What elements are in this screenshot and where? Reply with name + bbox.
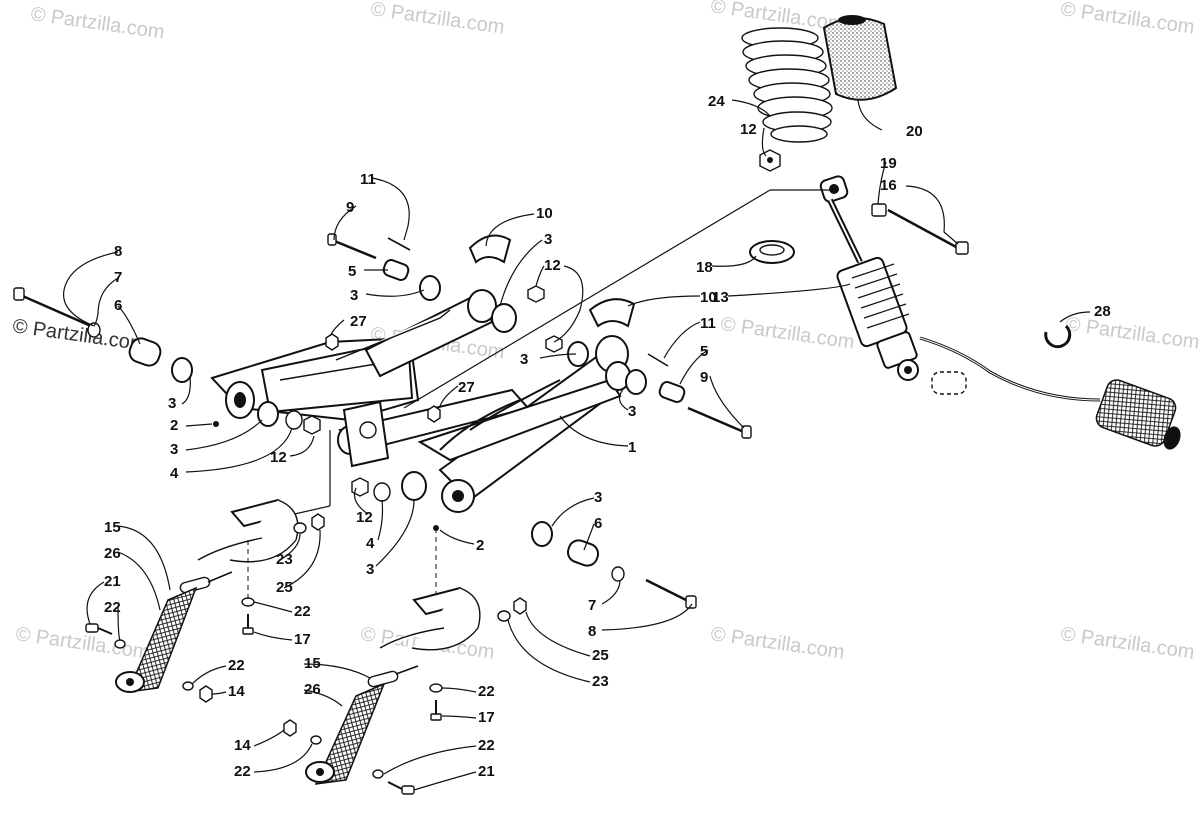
callout-12: 12 xyxy=(544,257,561,274)
callout-10: 10 xyxy=(536,205,553,222)
callout-3: 3 xyxy=(168,395,176,412)
callout-21: 21 xyxy=(104,573,121,590)
hex-nut xyxy=(759,149,781,172)
callout-26: 26 xyxy=(104,545,121,562)
callout-9: 9 xyxy=(700,369,708,386)
callout-12: 12 xyxy=(356,509,373,526)
callout-26: 26 xyxy=(304,681,321,698)
callout-15: 15 xyxy=(104,519,121,536)
callout-20: 20 xyxy=(906,123,923,140)
spring-seat xyxy=(749,240,795,264)
callout-22: 22 xyxy=(478,737,495,754)
adjuster-knob-and-cable xyxy=(919,324,1181,450)
leader-lines xyxy=(62,99,1091,791)
callout-22: 22 xyxy=(104,599,121,616)
callout-25: 25 xyxy=(592,647,609,664)
watermark: © Partzilla.com xyxy=(719,313,856,354)
hex-nut xyxy=(303,415,321,435)
callout-27: 27 xyxy=(350,313,367,330)
callout-22: 22 xyxy=(228,657,245,674)
callout-labels: 8 7 6 3 2 3 4 12 11 9 5 3 10 3 12 27 27 … xyxy=(104,93,1111,780)
callout-14: 14 xyxy=(234,737,251,754)
bolt xyxy=(687,406,745,434)
hex-nut xyxy=(351,477,369,497)
callout-14: 14 xyxy=(228,683,245,700)
callout-4: 4 xyxy=(366,535,375,552)
callout-3: 3 xyxy=(366,561,374,578)
long-bolt xyxy=(17,292,101,332)
watermark: © Partzilla.com xyxy=(29,3,166,44)
watermark: © Partzilla.com xyxy=(1059,623,1196,664)
callout-7: 7 xyxy=(588,597,596,614)
callout-3: 3 xyxy=(170,441,178,458)
callout-15: 15 xyxy=(304,655,321,672)
callout-18: 18 xyxy=(696,259,713,276)
watermark: © Partzilla.com xyxy=(1059,0,1196,39)
callout-12: 12 xyxy=(270,449,287,466)
callout-3: 3 xyxy=(544,231,552,248)
callout-2: 2 xyxy=(476,537,484,554)
callout-21: 21 xyxy=(478,763,495,780)
callout-3: 3 xyxy=(594,489,602,506)
callout-27: 27 xyxy=(458,379,475,396)
callout-13: 13 xyxy=(712,289,729,306)
callout-12: 12 xyxy=(740,121,757,138)
callout-7: 7 xyxy=(114,269,122,286)
callout-23: 23 xyxy=(592,673,609,690)
callout-10: 10 xyxy=(700,289,717,306)
hex-nut xyxy=(527,285,545,303)
bump-stop-boot xyxy=(822,15,898,101)
callout-3: 3 xyxy=(520,351,528,368)
callout-3: 3 xyxy=(628,403,636,420)
callout-6: 6 xyxy=(594,515,602,532)
upper-shock-bolt xyxy=(871,203,969,255)
callout-6: 6 xyxy=(114,297,122,314)
callout-28: 28 xyxy=(1094,303,1111,320)
callout-8: 8 xyxy=(114,243,122,260)
callout-22: 22 xyxy=(234,763,251,780)
watermark: © Partzilla.com xyxy=(369,0,506,39)
callout-8: 8 xyxy=(588,623,596,640)
callout-3: 3 xyxy=(350,287,358,304)
callout-22: 22 xyxy=(294,603,311,620)
shock-assembly xyxy=(403,15,1181,450)
callout-19: 19 xyxy=(880,155,897,172)
callout-24: 24 xyxy=(708,93,725,110)
watermark-layer: © Partzilla.com © Partzilla.com © Partzi… xyxy=(11,0,1200,664)
coil-spring xyxy=(741,27,833,143)
callout-16: 16 xyxy=(880,177,897,194)
shock-absorber xyxy=(819,175,919,381)
callout-17: 17 xyxy=(478,709,495,726)
foot-strap-left xyxy=(85,430,331,703)
callout-23: 23 xyxy=(276,551,293,568)
callout-4: 4 xyxy=(170,465,179,482)
callout-5: 5 xyxy=(348,263,356,280)
front-a-arm-frame xyxy=(210,289,634,513)
callout-11: 11 xyxy=(700,315,716,332)
callout-25: 25 xyxy=(276,579,293,596)
watermark: © Partzilla.com xyxy=(14,623,151,664)
callout-2: 2 xyxy=(170,417,178,434)
callout-5: 5 xyxy=(700,343,708,360)
callout-11: 11 xyxy=(360,171,376,188)
callout-1: 1 xyxy=(628,439,636,456)
callout-9: 9 xyxy=(346,199,354,216)
watermark: © Partzilla.com xyxy=(1064,313,1200,354)
callout-17: 17 xyxy=(294,631,311,648)
long-bolt xyxy=(645,578,691,604)
watermark: © Partzilla.com xyxy=(709,623,846,664)
callout-22: 22 xyxy=(478,683,495,700)
bolt xyxy=(331,238,377,260)
foot-strap-right xyxy=(283,528,527,795)
